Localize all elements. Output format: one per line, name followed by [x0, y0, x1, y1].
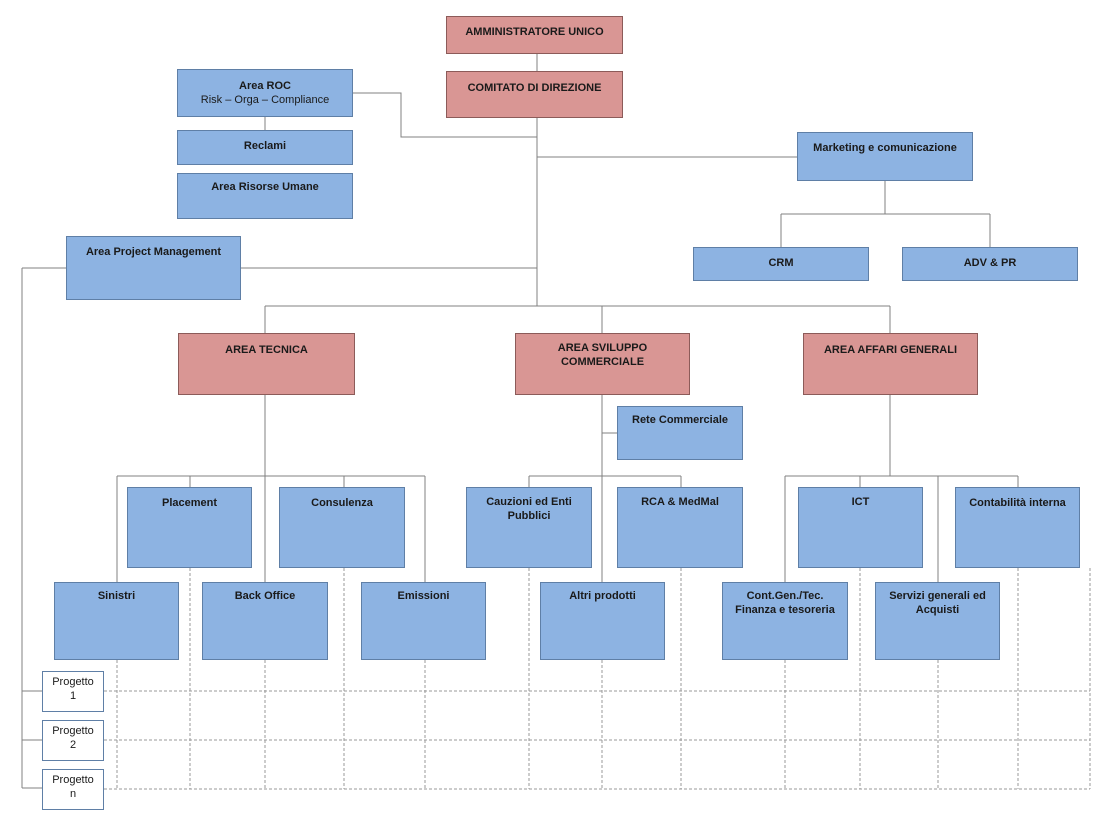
- area-affari-generali-box: AREA AFFARI GENERALI: [803, 333, 978, 395]
- crm-box: CRM: [693, 247, 869, 281]
- area-sviluppo-commerciale-box: AREA SVILUPPO COMMERCIALE: [515, 333, 690, 395]
- ict-box: ICT: [798, 487, 923, 568]
- reclami-label: Reclami: [243, 140, 287, 152]
- placement-box: Placement: [127, 487, 252, 568]
- rete-commerciale-label: Rete Commerciale: [632, 414, 728, 426]
- adv-pr-label: ADV & PR: [963, 257, 1017, 269]
- back-office-box: Back Office: [202, 582, 328, 660]
- cont-gen-label-line2: Finanza e tesoreria: [735, 604, 835, 616]
- progetto-2-label: Progetto: [52, 725, 94, 737]
- progetto-2-number: 2: [69, 739, 77, 751]
- reclami-box: Reclami: [177, 130, 353, 165]
- area-tecnica-label: AREA TECNICA: [225, 344, 308, 356]
- rete-commerciale-box: Rete Commerciale: [617, 406, 743, 460]
- comitato-direzione-label: COMITATO DI DIREZIONE: [467, 82, 602, 94]
- servizi-label-line2: Acquisti: [915, 604, 960, 616]
- servizi-generali-box: Servizi generali ed Acquisti: [875, 582, 1000, 660]
- crm-label: CRM: [768, 257, 794, 269]
- contabilita-interna-label: Contabilità interna: [969, 497, 1066, 509]
- progetto-n-number: n: [69, 788, 77, 800]
- rca-medmal-label: RCA & MedMal: [641, 496, 719, 508]
- amministratore-unico-label: AMMINISTRATORE UNICO: [465, 26, 604, 38]
- area-sviluppo-label-line2: COMMERCIALE: [560, 356, 645, 368]
- placement-label: Placement: [161, 497, 218, 509]
- area-risorse-umane-label: Area Risorse Umane: [211, 181, 319, 193]
- cauzioni-enti-pubblici-box: Cauzioni ed Enti Pubblici: [466, 487, 592, 568]
- sinistri-box: Sinistri: [54, 582, 179, 660]
- progetto-2-box: Progetto 2: [42, 720, 104, 761]
- contabilita-interna-box: Contabilità interna: [955, 487, 1080, 568]
- area-roc-title: Area ROC: [239, 80, 291, 92]
- progetto-1-number: 1: [69, 690, 77, 702]
- area-roc-subtitle: Risk – Orga – Compliance: [200, 94, 330, 106]
- servizi-label-line1: Servizi generali ed: [889, 590, 986, 602]
- progetto-n-label: Progetto: [52, 774, 94, 786]
- area-roc-box: Area ROC Risk – Orga – Compliance: [177, 69, 353, 117]
- sinistri-label: Sinistri: [97, 590, 136, 602]
- cont-gen-label-line1: Cont.Gen./Tec.: [746, 590, 824, 602]
- marketing-comunicazione-box: Marketing e comunicazione: [797, 132, 973, 181]
- altri-prodotti-box: Altri prodotti: [540, 582, 665, 660]
- back-office-label: Back Office: [234, 590, 296, 602]
- ict-label: ICT: [851, 496, 870, 508]
- consulenza-box: Consulenza: [279, 487, 405, 568]
- cauzioni-label-line1: Cauzioni ed Enti: [486, 496, 572, 508]
- cont-gen-tec-box: Cont.Gen./Tec. Finanza e tesoreria: [722, 582, 848, 660]
- emissioni-box: Emissioni: [361, 582, 486, 660]
- rca-medmal-box: RCA & MedMal: [617, 487, 743, 568]
- area-project-management-label: Area Project Management: [85, 246, 222, 258]
- area-project-management-box: Area Project Management: [66, 236, 241, 300]
- area-sviluppo-label-line1: AREA SVILUPPO: [557, 342, 648, 354]
- adv-pr-box: ADV & PR: [902, 247, 1078, 281]
- amministratore-unico-box: AMMINISTRATORE UNICO: [446, 16, 623, 54]
- emissioni-label: Emissioni: [397, 590, 450, 602]
- marketing-comunicazione-label: Marketing e comunicazione: [813, 142, 957, 154]
- area-tecnica-box: AREA TECNICA: [178, 333, 355, 395]
- progetto-1-label: Progetto: [52, 676, 94, 688]
- progetto-n-box: Progetto n: [42, 769, 104, 810]
- area-affari-generali-label: AREA AFFARI GENERALI: [823, 344, 958, 356]
- altri-prodotti-label: Altri prodotti: [569, 590, 636, 602]
- comitato-direzione-box: COMITATO DI DIREZIONE: [446, 71, 623, 118]
- cauzioni-label-line2: Pubblici: [507, 510, 551, 522]
- area-risorse-umane-box: Area Risorse Umane: [177, 173, 353, 219]
- consulenza-label: Consulenza: [311, 497, 373, 509]
- progetto-1-box: Progetto 1: [42, 671, 104, 712]
